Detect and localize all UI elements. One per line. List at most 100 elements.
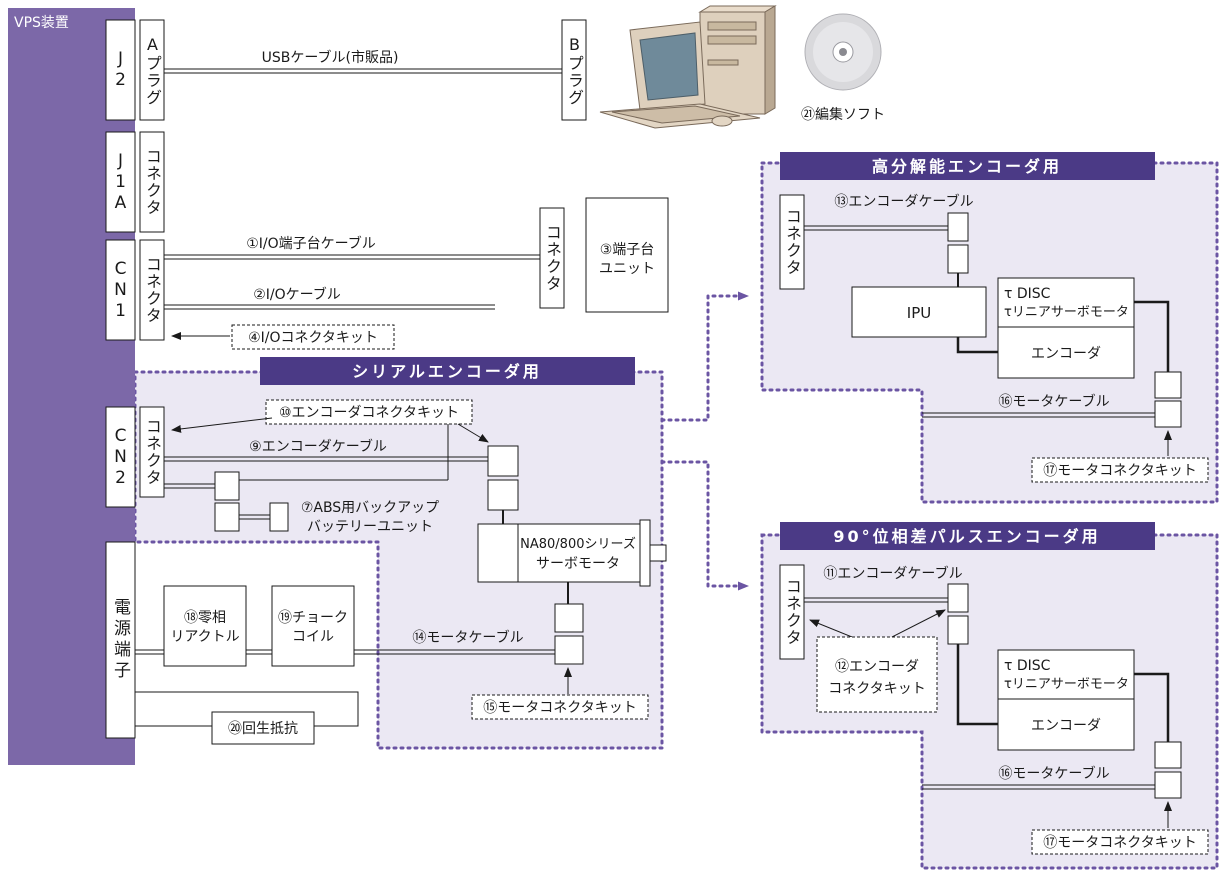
- enc-cable-9-label: ⑨エンコーダケーブル: [249, 438, 387, 455]
- cn1-connector-label: コネクタ: [143, 256, 162, 324]
- enc-cable-11-label: ⑪エンコーダケーブル: [823, 565, 962, 582]
- pulse-encoder-label: エンコーダ: [1031, 718, 1101, 734]
- serial-header-bar: [260, 357, 635, 385]
- ipu-label: IPU: [907, 304, 931, 322]
- motor-connector-kit-17b-box: [1031, 829, 1209, 855]
- cn2-connector-box: [139, 406, 165, 498]
- hires-motor-conn-upper: [1154, 371, 1182, 399]
- motor-connector-kit-17-label: ⑰モータコネクタキット: [1043, 463, 1196, 479]
- pulse-connector-box: [779, 564, 805, 660]
- personal-computer-icon: [599, 5, 777, 129]
- cd-software-icon: [804, 13, 882, 91]
- power-terminal-panel: [105, 541, 136, 739]
- ipu-box: [851, 286, 987, 338]
- pulse-disc-motor-box: [997, 649, 1135, 751]
- servo-label-1: NA80/800シリーズ: [520, 536, 636, 552]
- hires-enc-conn-lower: [947, 244, 969, 274]
- terminal-unit-label-1: ③端子台: [600, 242, 655, 258]
- motor-connector-kit-17-box: [1031, 457, 1209, 483]
- motor-cable-16-label: ⑯モータケーブル: [998, 393, 1109, 410]
- a-plug-box: [139, 19, 165, 121]
- port-cn2-panel: [105, 406, 136, 508]
- vps-device-title: VPS装置: [14, 15, 69, 31]
- pulse-connector-label: コネクタ: [783, 578, 802, 646]
- battery-conn-lower: [214, 502, 240, 532]
- cn2-connector-label: コネクタ: [143, 418, 162, 486]
- j1a-connector-label: コネクタ: [143, 148, 162, 216]
- hires-connector-label: コネクタ: [783, 208, 802, 276]
- io-terminal-cable-label: ①I/O端子台ケーブル: [246, 235, 376, 252]
- motor-connector-kit-15-label: ⑮モータコネクタキット: [483, 700, 636, 716]
- serial-header-label: シリアルエンコーダ用: [352, 362, 542, 381]
- motor-cable-14-label: ⑭モータケーブル: [412, 629, 523, 646]
- enc-conn-lower: [487, 479, 519, 511]
- regen-resistor-box: [211, 711, 315, 745]
- pulse-disc-label-2: τリニアサーボモータ: [1004, 677, 1129, 692]
- servo-label-2: サーボモータ: [536, 556, 620, 572]
- terminal-connector-label: コネクタ: [543, 224, 562, 292]
- pulse-motor-conn-upper: [1154, 741, 1182, 769]
- enc-cable-13-label: ⑬エンコーダケーブル: [834, 193, 973, 210]
- reactor-label-2: リアクトル: [170, 629, 239, 645]
- enc-connector-kit-12-label-2: コネクタキット: [828, 681, 925, 697]
- hires-header-bar: [780, 152, 1155, 180]
- enc-conn-upper: [487, 445, 519, 477]
- hires-motor-conn-lower: [1154, 400, 1182, 428]
- terminal-connector-box: [539, 207, 565, 309]
- port-cn1-panel: [105, 239, 136, 341]
- io-cable-label: ②I/Oケーブル: [253, 286, 341, 303]
- port-j1a-panel: [105, 131, 136, 233]
- software-label: ㉑編集ソフト: [801, 106, 885, 123]
- flow-arrow-to-hires: [660, 291, 750, 422]
- port-cn1-label: CN1: [110, 258, 131, 322]
- servo-motor-shaft: [649, 544, 667, 562]
- motor-connector-kit-15-box: [471, 694, 649, 720]
- enc-connector-kit-box: [265, 399, 473, 425]
- enc-connector-kit-12-box: [816, 636, 938, 713]
- flow-arrow-to-pulse: [660, 460, 750, 591]
- battery-unit-box: [269, 502, 289, 532]
- terminal-unit-label-2: ユニット: [599, 261, 655, 277]
- motor-cable-16b-label: ⑯モータケーブル: [998, 765, 1109, 782]
- servo-motor-flange: [639, 519, 651, 587]
- io-connector-kit-label: ④I/Oコネクタキット: [248, 330, 378, 346]
- terminal-unit-box: [585, 197, 669, 313]
- motor-conn-lower: [554, 635, 584, 665]
- port-cn2-label: CN2: [110, 425, 131, 489]
- pulse-enc-conn-upper: [947, 583, 969, 613]
- port-j2-label: J2: [110, 49, 131, 91]
- hires-header-label: 高分解能エンコーダ用: [872, 157, 1062, 176]
- power-terminal-label: 電源端子: [110, 598, 130, 682]
- servo-motor-body: [477, 523, 641, 583]
- enc-connector-kit-12-label-1: ⑫エンコーダ: [835, 659, 919, 675]
- battery-label-1: ⑦ABS用バックアップ: [301, 500, 439, 516]
- regen-label: ⑳回生抵抗: [228, 721, 298, 737]
- j1a-connector-box: [139, 131, 165, 233]
- pulse-motor-conn-lower: [1154, 771, 1182, 799]
- port-j1a-label: J1A: [110, 150, 131, 214]
- pulse-enc-conn-lower: [947, 615, 969, 645]
- cn1-connector-box: [139, 239, 165, 341]
- hires-disc-label-1: τ DISC: [1004, 286, 1051, 302]
- motor-connector-kit-17b-label: ⑰モータコネクタキット: [1043, 835, 1196, 851]
- hires-enc-conn-upper: [947, 212, 969, 242]
- hires-disc-motor-box: [997, 277, 1135, 379]
- choke-coil-box: [271, 585, 355, 667]
- battery-conn-upper: [214, 471, 240, 501]
- enc-connector-kit-label: ⑩エンコーダコネクタキット: [279, 405, 459, 421]
- port-j2-panel: [105, 19, 136, 121]
- usb-cable-label: USBケーブル(市販品): [262, 49, 399, 66]
- a-plug-label: Aプラグ: [143, 34, 162, 106]
- choke-label-2: コイル: [292, 629, 334, 645]
- reactor-label-1: ⑱零相: [184, 610, 226, 626]
- motor-conn-upper: [554, 603, 584, 633]
- hires-encoder-label: エンコーダ: [1031, 346, 1101, 362]
- b-plug-label: Bプラグ: [565, 34, 584, 106]
- pulse-disc-label-1: τ DISC: [1004, 658, 1051, 674]
- hires-disc-label-2: τリニアサーボモータ: [1004, 305, 1129, 320]
- battery-label-2: バッテリーユニット: [307, 519, 433, 535]
- b-plug-box: [561, 19, 587, 121]
- pulse-header-bar: [780, 522, 1155, 550]
- zero-phase-reactor-box: [163, 585, 247, 667]
